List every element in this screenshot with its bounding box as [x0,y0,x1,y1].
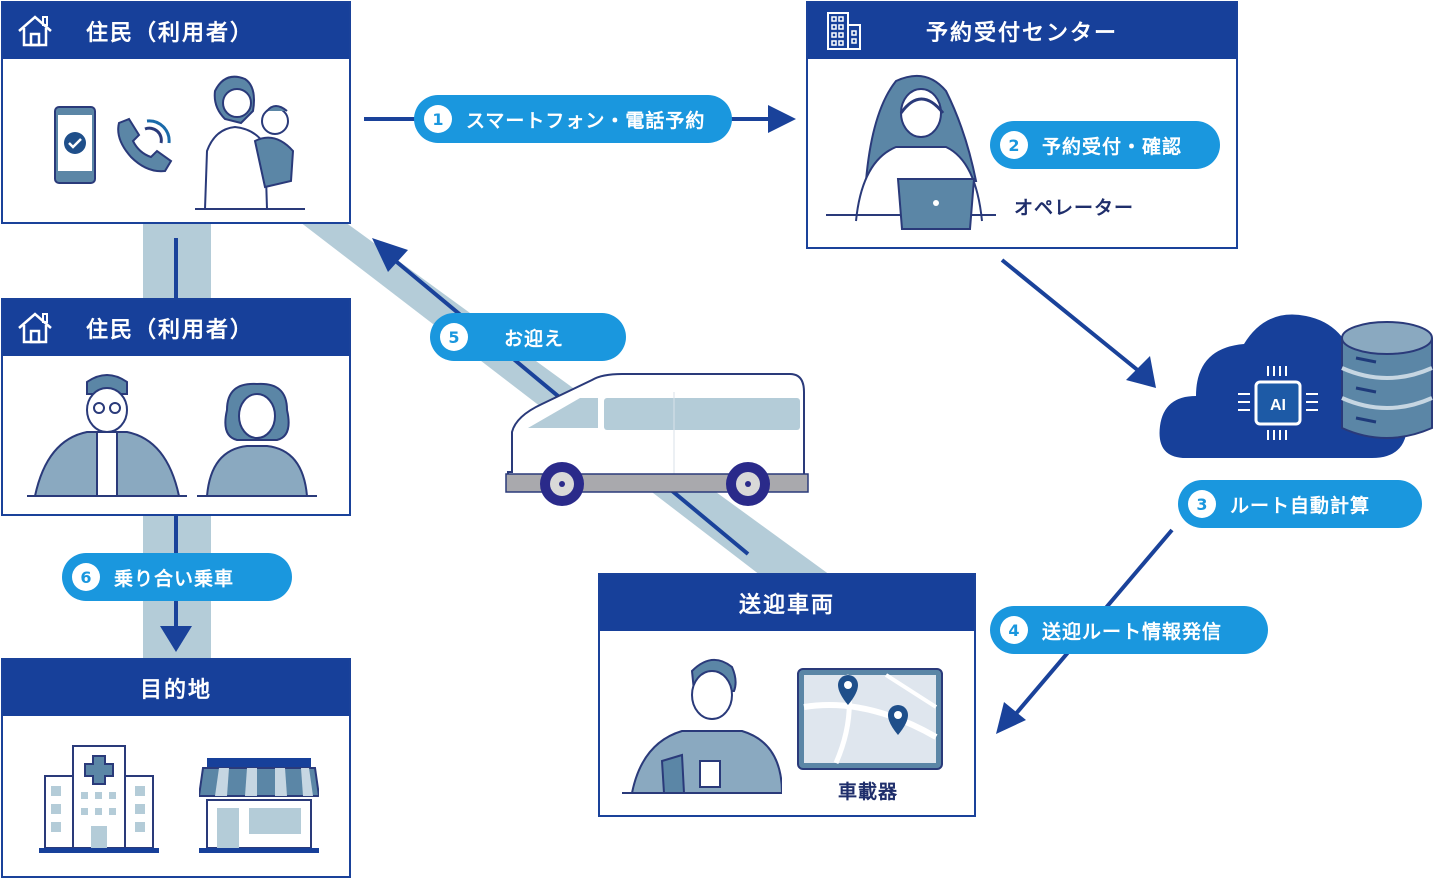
arrowhead-pickup [372,238,408,272]
step-6-pill: 6 乗り合い乗車 [62,553,292,601]
cloud-ai-database: AI [1159,314,1433,458]
onboard-device-label: 車載器 [838,781,899,803]
step-4-label: 送迎ルート情報発信 [1042,620,1223,643]
vehicle-title: 送迎車両 [738,593,835,618]
step-6-label: 乗り合い乗車 [114,567,235,590]
database-icon [1341,321,1433,439]
reservation-center-box: 予約受付センター 2 予約受付・確認 オペレーター [806,1,1238,249]
destination-box: 目的地 [1,658,351,878]
elderly-man-illustration [27,374,187,497]
vehicle-box: 送迎車両 車載器 [598,573,976,817]
step-5-pill: 5 お迎え [430,313,626,361]
step-6-number: 6 [72,563,100,591]
house-icon [18,312,52,344]
building-icon [827,12,861,50]
step-4-number: 4 [1000,616,1028,644]
step-4-pill: 4 送迎ルート情報発信 [990,606,1268,654]
arrowhead-step1 [768,105,796,133]
step-3-number: 3 [1188,490,1216,518]
step-1-label: スマートフォン・電話予約 [466,109,706,132]
reservation-center-title: 予約受付センター [925,21,1118,46]
destination-header: 目的地 [3,660,349,716]
mother-child-illustration [195,75,305,210]
resident-top-header: 住民（利用者） [3,3,349,59]
step-2-number: 2 [1000,131,1028,159]
smartphone-check-icon [54,106,96,184]
vehicle-header: 送迎車両 [600,575,974,631]
step-3-pill: 3 ルート自動計算 [1178,480,1422,528]
step-2-label: 予約受付・確認 [1042,135,1183,158]
hospital-icon [39,745,159,853]
step-1-number: 1 [424,105,452,133]
shop-icon [199,758,319,853]
arrowhead-cloud-to-vehicle [996,702,1026,734]
resident-middle-title: 住民（利用者） [85,318,254,343]
step-3-label: ルート自動計算 [1230,494,1371,517]
resident-top-box: 住民（利用者） [1,1,351,224]
laptop-icon [896,178,976,230]
van-illustration [505,373,809,506]
step-2-pill: 2 予約受付・確認 [990,121,1220,169]
elderly-woman-illustration [197,382,317,497]
van-wheel-front [540,462,584,506]
destination-title: 目的地 [139,678,212,703]
step-1-pill: 1 スマートフォン・電話予約 [414,95,732,143]
ai-chip-icon: AI [1238,366,1318,440]
driver-illustration [622,659,782,794]
arrowhead-center-to-cloud [1126,356,1156,388]
operator-label: オペレーター [1014,197,1135,219]
van-wheel-rear [726,462,770,506]
reservation-center-header: 予約受付センター [808,3,1236,59]
step-5-label: お迎え [504,327,565,350]
house-icon [18,15,52,47]
phone-call-icon [117,117,173,173]
navigation-map-icon [797,668,943,770]
arrow-center-to-cloud [1000,258,1142,374]
resident-middle-header: 住民（利用者） [3,300,349,356]
step-5-number: 5 [440,323,468,351]
ai-chip-label: AI [1270,397,1286,414]
resident-top-title: 住民（利用者） [85,21,254,46]
arrowhead-to-destination [160,626,192,652]
resident-middle-box: 住民（利用者） [1,298,351,516]
